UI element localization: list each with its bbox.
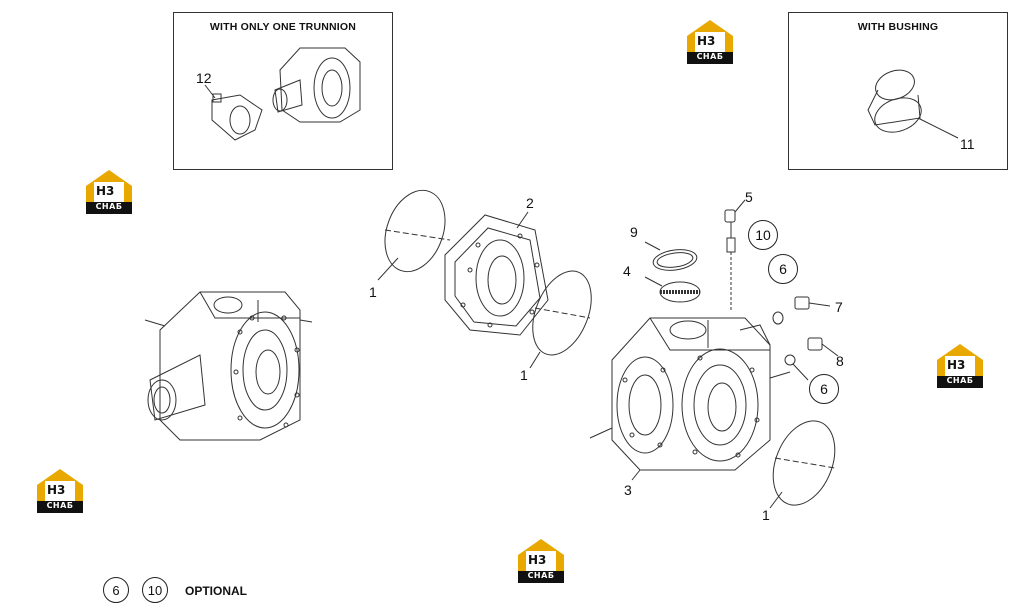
o-ring-1a-shape [384,189,446,273]
inset-title: WITH ONLY ONE TRUNNION [209,21,357,33]
callout-6-circled: 6 [768,254,798,284]
watermark-logo-text: СНАБ [937,376,983,386]
callout-3: 3 [624,482,632,498]
trunnion-inset-drawing [204,47,361,141]
legend-circle-6: 6 [103,577,129,603]
callout-1: 1 [520,367,528,383]
callout-1: 1 [762,507,770,523]
callout-9: 9 [630,224,638,240]
callout-7: 7 [835,299,843,315]
callout-4: 4 [623,263,631,279]
watermark-logo-letters: H3 [528,553,547,567]
watermark-logo-letters: H3 [47,483,66,497]
callout-8: 8 [836,353,844,369]
watermark-logo: H3 СНАБ [514,535,568,587]
watermark-logo: H3 СНАБ [33,465,87,517]
watermark-logo-letters: H3 [947,358,966,372]
callout-11: 11 [960,136,975,152]
watermark-logo-text: СНАБ [86,202,132,212]
watermark-logo-text: СНАБ [37,501,83,511]
legend-circle-10: 10 [142,577,168,603]
callout-1: 1 [369,284,377,300]
callout-6-circled: 6 [809,374,839,404]
legend-optional-label: OPTIONAL [185,584,247,598]
callout-12: 12 [196,70,212,86]
callout-5: 5 [745,189,753,205]
left-housing-drawing [144,291,313,441]
inset-one-trunnion: WITH ONLY ONE TRUNNION [173,12,393,170]
watermark-logo: H3 СНАБ [683,16,737,68]
inset-with-bushing: WITH BUSHING [788,12,1008,170]
watermark-logo: H3 СНАБ [82,166,136,218]
watermark-logo-letters: H3 [697,34,716,48]
cover-plate-shape [444,211,549,336]
watermark-logo-letters: H3 [96,184,115,198]
callout-10-circled: 10 [748,220,778,250]
main-housing-shape [589,317,791,481]
bushing-inset-drawing [867,69,959,139]
inset-title: WITH BUSHING [857,21,939,33]
callout-2: 2 [526,195,534,211]
watermark-logo-text: СНАБ [518,571,564,581]
watermark-logo-text: СНАБ [687,52,733,62]
watermark-logo: H3 СНАБ [933,340,987,392]
